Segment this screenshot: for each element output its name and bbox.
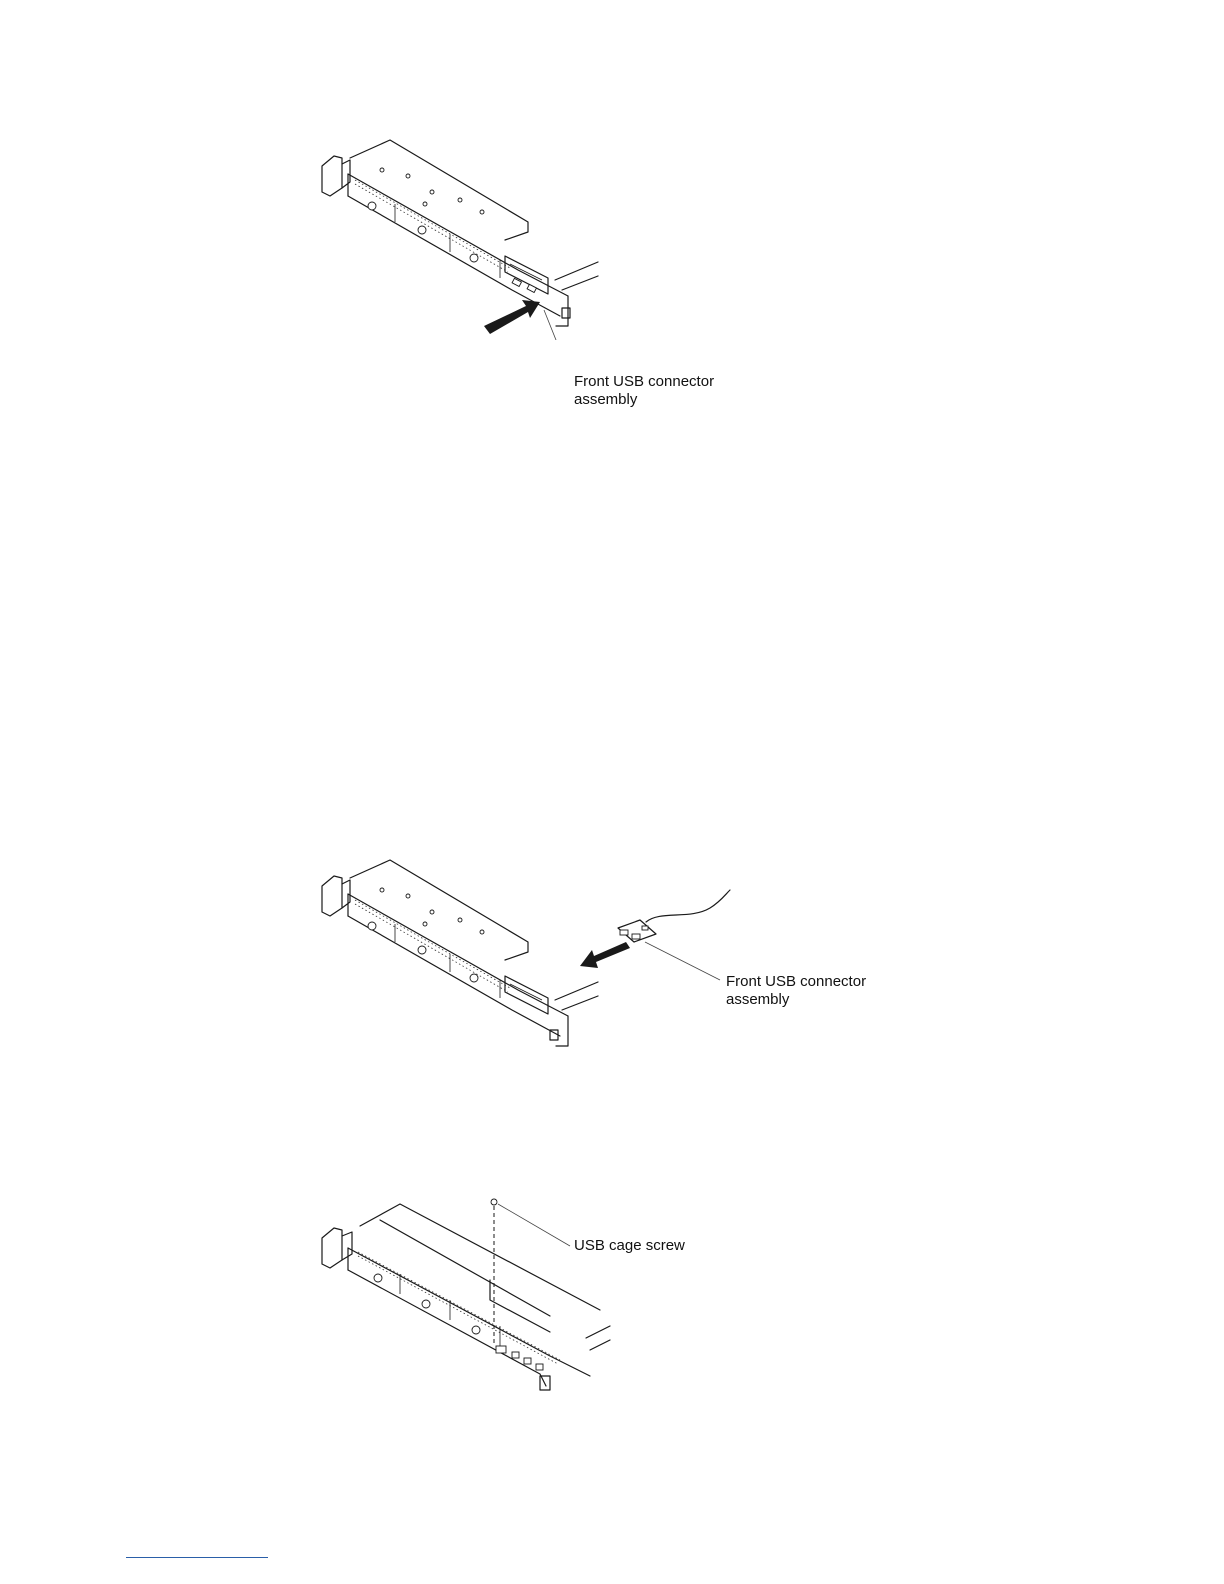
- callout-front-usb-connector-assembly: Front USB connector assembly: [726, 973, 866, 1009]
- figure-install-front-usb-assembly: [300, 130, 620, 340]
- server-chassis-drawing: [322, 860, 598, 1046]
- callout-line: assembly: [726, 991, 866, 1009]
- usb-connector-board: [618, 890, 730, 942]
- server-chassis-drawing: [322, 1204, 610, 1390]
- footer-rule: [126, 1557, 268, 1558]
- callout-line: Front USB connector: [574, 373, 714, 391]
- remove-arrow-icon: [580, 942, 630, 968]
- callout-front-usb-connector-assembly: Front USB connector assembly: [574, 373, 714, 409]
- figure-usb-cage-screw: [300, 1190, 620, 1400]
- callout-leader: [645, 942, 720, 980]
- insert-arrow-icon: [484, 300, 540, 334]
- callout-line: Front USB connector: [726, 973, 866, 991]
- screw-icon: [491, 1199, 497, 1205]
- callout-usb-cage-screw: USB cage screw: [574, 1237, 685, 1255]
- callout-leader: [498, 1204, 570, 1246]
- figure-remove-front-usb-assembly: [300, 850, 740, 1060]
- callout-line: assembly: [574, 391, 714, 409]
- callout-line: USB cage screw: [574, 1237, 685, 1255]
- server-chassis-drawing: [322, 140, 598, 326]
